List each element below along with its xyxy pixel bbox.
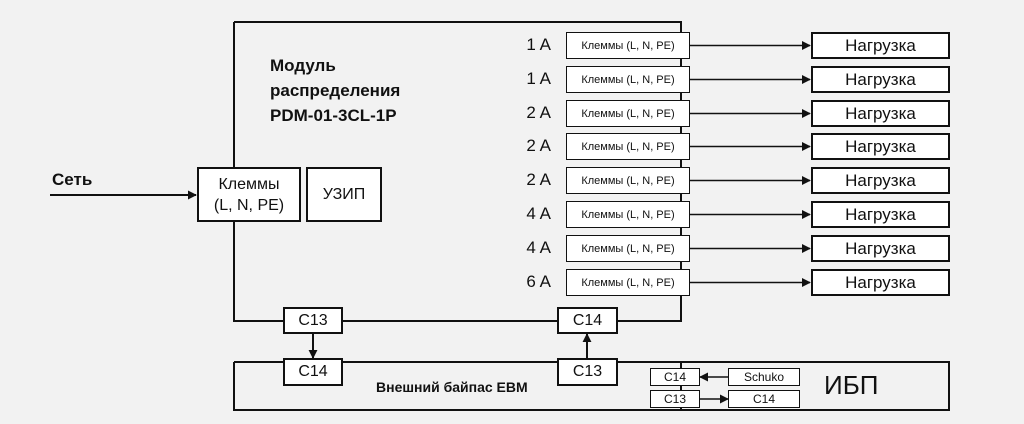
module-connector-c13: C13 (283, 307, 343, 334)
ups-frame (681, 361, 950, 411)
input-terminals-line-1: Клеммы (218, 175, 280, 193)
module-title-line-3: PDM-01-3CL-1P (270, 106, 397, 125)
output-terminals-box: Клеммы (L, N, PE) (566, 32, 690, 59)
load-box: Нагрузка (811, 66, 950, 93)
input-terminals-box: Клеммы (L, N, PE) (197, 167, 301, 222)
module-title-line-1: Модуль (270, 56, 336, 75)
output-terminals-box: Клеммы (L, N, PE) (566, 133, 690, 160)
mains-label: Сеть (52, 170, 93, 189)
output-current: 4 A (526, 237, 551, 257)
output-terminals-box: Клеммы (L, N, PE) (566, 235, 690, 262)
output-terminals-box: Клеммы (L, N, PE) (566, 167, 690, 194)
load-box: Нагрузка (811, 235, 950, 262)
output-terminals-box: Клеммы (L, N, PE) (566, 66, 690, 93)
bypass-connector-c14: C14 (283, 358, 343, 386)
load-box: Нагрузка (811, 269, 950, 296)
module-title-line-2: распределения (270, 81, 401, 100)
output-current: 6 A (526, 271, 551, 291)
output-current: 4 A (526, 203, 551, 223)
output-terminals-box: Клеммы (L, N, PE) (566, 201, 690, 228)
bypass-connector-c13: C13 (557, 358, 618, 386)
output-terminals-box: Клеммы (L, N, PE) (566, 100, 690, 127)
module-connector-c14: C14 (557, 307, 618, 334)
ups-socket-schuko: Schuko (728, 368, 800, 386)
output-current: 2 A (526, 102, 551, 122)
bypass-ups-connector-c13: C13 (650, 390, 700, 408)
output-current: 2 A (526, 135, 551, 155)
ups-label: ИБП (824, 370, 879, 400)
bypass-label: Внешний байпас ЕВМ (376, 379, 528, 395)
output-terminals-box: Клеммы (L, N, PE) (566, 269, 690, 296)
output-current: 1 A (526, 34, 551, 54)
output-current: 1 A (526, 68, 551, 88)
bypass-ups-connector-c14: C14 (650, 368, 700, 386)
load-box: Нагрузка (811, 167, 950, 194)
surge-protector-box: УЗИП (306, 167, 382, 222)
input-terminals-line-2: (L, N, PE) (213, 196, 285, 214)
load-box: Нагрузка (811, 133, 950, 160)
load-box: Нагрузка (811, 32, 950, 59)
load-box: Нагрузка (811, 201, 950, 228)
output-current: 2 A (526, 169, 551, 189)
ups-socket-c14: C14 (728, 390, 800, 408)
output-arrows (690, 41, 811, 287)
module-title: Модуль распределения PDM-01-3CL-1P (270, 53, 400, 128)
load-box: Нагрузка (811, 100, 950, 127)
